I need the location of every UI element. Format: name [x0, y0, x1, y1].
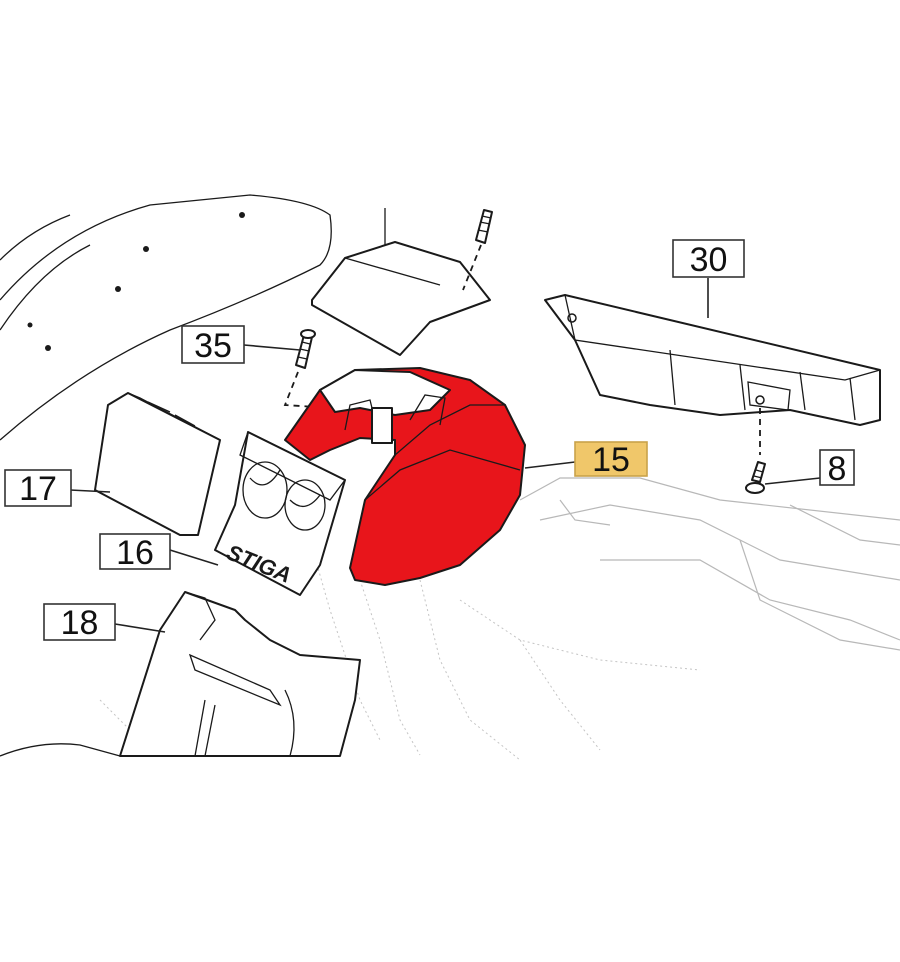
callout-17: 17: [4, 469, 72, 508]
callout-16-label: 16: [116, 534, 154, 572]
callout-18: 18: [43, 603, 116, 642]
leader-17: [69, 489, 111, 493]
leader-16: [169, 549, 219, 566]
leader-8: [764, 477, 821, 485]
callout-35: 35: [181, 325, 245, 365]
console-cover-15: [284, 367, 526, 586]
leader-18: [114, 623, 166, 633]
background-chassis: [99, 477, 900, 761]
callout-15-label: 15: [592, 441, 630, 479]
side-bracket-30: [544, 294, 881, 455]
callout-16: 16: [99, 533, 171, 572]
callout-15: 15: [574, 441, 648, 479]
column-cover-18: [0, 591, 361, 757]
screw-8: [745, 461, 766, 494]
upper-cover-plate: [311, 208, 491, 356]
callout-35-label: 35: [194, 327, 232, 365]
top-screw: [462, 209, 493, 291]
leader-lines: [69, 278, 821, 633]
rear-fender: [0, 194, 332, 441]
instrument-panel-16: STIGA: [214, 431, 346, 596]
leader-35: [243, 344, 301, 351]
callout-30-label: 30: [690, 241, 728, 279]
callout-18-label: 18: [61, 604, 99, 642]
callout-17-label: 17: [19, 470, 57, 508]
callout-30: 30: [672, 239, 745, 279]
callout-8-label: 8: [828, 450, 847, 488]
leader-15: [524, 461, 576, 469]
callout-8: 8: [819, 449, 855, 488]
cover-panel-17: [94, 392, 221, 536]
